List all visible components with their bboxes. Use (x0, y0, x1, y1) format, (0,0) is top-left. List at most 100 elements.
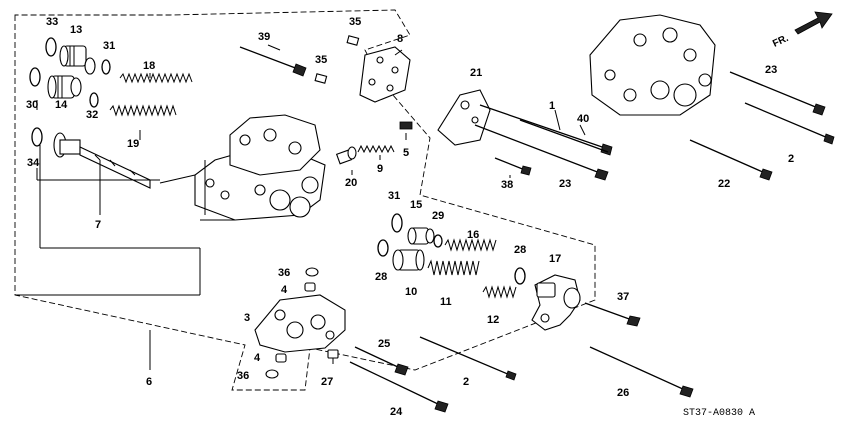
label-4b: 4 (254, 352, 261, 364)
part-28-o-ring-right (514, 267, 526, 285)
part-32-o-ring (89, 92, 99, 108)
label-39: 39 (258, 31, 270, 43)
label-8: 8 (397, 33, 403, 45)
direction-label: FR. (771, 33, 790, 50)
part-23-bolt-center (474, 124, 609, 181)
front-direction-arrow: FR. (771, 11, 833, 50)
label-31b: 31 (388, 190, 400, 202)
part-27-valve (327, 349, 339, 364)
label-33: 33 (46, 16, 58, 28)
label-23a: 23 (559, 178, 571, 190)
part-10-piston (392, 249, 425, 271)
part-23-bolt-right (729, 71, 826, 116)
part-5-filter (399, 121, 413, 130)
label-2a: 2 (788, 153, 794, 165)
label-18: 18 (143, 60, 155, 72)
part-40-bolt (519, 119, 609, 153)
label-22: 22 (718, 178, 730, 190)
label-4a: 4 (281, 284, 288, 296)
label-21: 21 (470, 67, 482, 79)
group-outline (14, 9, 596, 391)
part-30-o-ring (29, 67, 41, 87)
part-28-o-ring-left (377, 239, 389, 257)
label-29: 29 (432, 210, 444, 222)
part-17-servo-body (531, 274, 581, 331)
label-20: 20 (345, 177, 357, 189)
label-16: 16 (467, 229, 479, 241)
part-4-plug-upper (304, 282, 316, 292)
label-10: 10 (405, 286, 417, 298)
part-36-check-ball-lower (265, 369, 279, 379)
part-33-o-ring (45, 37, 57, 57)
label-28a: 28 (375, 271, 387, 283)
label-11: 11 (440, 296, 452, 308)
part-2-bolt-right (744, 102, 835, 145)
label-26: 26 (617, 387, 629, 399)
label-15: 15 (410, 199, 422, 211)
label-14: 14 (55, 99, 68, 111)
label-27: 27 (321, 376, 333, 388)
part-13-plug (59, 45, 96, 75)
label-23b: 23 (765, 64, 777, 76)
label-25: 25 (378, 338, 390, 350)
part-18-spring (119, 72, 193, 84)
part-39-bolt (239, 46, 307, 77)
part-21-accumulator-body (437, 89, 491, 146)
part-20-plug (335, 146, 357, 165)
label-38: 38 (501, 179, 513, 191)
part-16-spring (444, 238, 497, 252)
label-28b: 28 (514, 244, 526, 256)
label-36b: 36 (237, 370, 249, 382)
label-17: 17 (549, 253, 561, 265)
part-2-bolt-lower (419, 336, 517, 381)
part-36-check-ball-upper (305, 267, 319, 277)
label-13: 13 (70, 24, 82, 36)
part-3-valve-body-lower (254, 294, 346, 353)
part-11-spring (427, 259, 480, 276)
part-14-plug (47, 75, 82, 99)
part-26-bolt (589, 346, 694, 398)
part-38-bolt (494, 157, 532, 176)
label-12: 12 (487, 314, 499, 326)
part-34-o-ring (31, 127, 43, 147)
part-25-bolt (354, 346, 409, 376)
label-5: 5 (403, 147, 409, 159)
part-35-dowel-pin-upper (346, 35, 360, 46)
leader-lines (15, 44, 586, 370)
part-29-o-ring (433, 234, 443, 248)
part-12-spring (482, 285, 517, 299)
part-31-o-ring (101, 59, 111, 75)
label-35b: 35 (315, 54, 327, 66)
label-40: 40 (577, 113, 589, 125)
part-19-spring (109, 104, 177, 117)
label-6: 6 (146, 376, 152, 388)
label-35a: 35 (349, 16, 361, 28)
part-9-spring (357, 144, 395, 154)
label-2b: 2 (463, 376, 469, 388)
valve-body-right (589, 14, 716, 116)
label-24: 24 (390, 406, 403, 418)
part-7-valve-assembly (53, 132, 151, 189)
label-30: 30 (26, 99, 38, 111)
part-1-bolt (479, 104, 613, 156)
part-24-bolt (349, 361, 449, 413)
label-9: 9 (377, 163, 383, 175)
part-22-bolt (689, 139, 773, 181)
part-35-dowel-pin-lower (314, 73, 328, 84)
label-19: 19 (127, 138, 139, 150)
valve-body-left (159, 114, 326, 221)
label-1: 1 (549, 100, 555, 112)
label-3: 3 (244, 312, 250, 324)
label-31: 31 (103, 40, 115, 52)
label-36a: 36 (278, 267, 290, 279)
drawing-code: ST37-A0830 A (683, 408, 755, 419)
part-37-bolt (584, 302, 641, 327)
label-7: 7 (95, 219, 101, 231)
part-15-plug (407, 227, 435, 245)
label-32: 32 (86, 109, 98, 121)
part-4-plug-lower (275, 353, 287, 363)
label-37: 37 (617, 291, 629, 303)
part-31-o-ring-mid (391, 213, 403, 233)
